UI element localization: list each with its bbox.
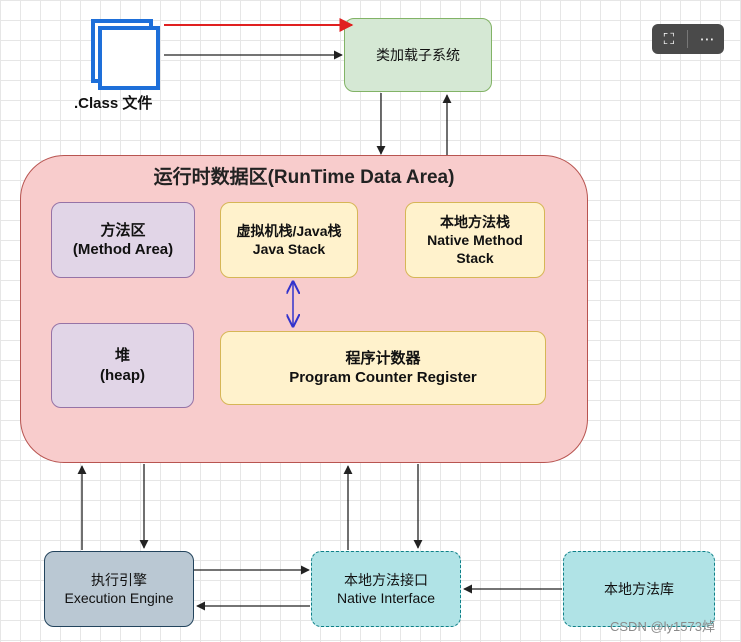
image-toolbar: ⛶ ⋯ <box>652 24 724 54</box>
native-stack-line3: Stack <box>456 250 494 267</box>
execution-engine-line1: 执行引擎 <box>91 571 147 588</box>
native-library-box: 本地方法库 <box>563 551 715 627</box>
toolbar-divider <box>687 30 689 48</box>
file-stack-icon <box>91 19 160 90</box>
class-loader-subsystem: 类加载子系统 <box>344 18 492 92</box>
expand-icon[interactable]: ⛶ <box>663 30 675 48</box>
execution-engine-box: 执行引擎 Execution Engine <box>44 551 194 627</box>
method-area-box: 方法区 (Method Area) <box>51 202 195 278</box>
class-file-label: .Class 文件 <box>74 95 153 112</box>
more-icon[interactable]: ⋯ <box>699 31 715 48</box>
native-stack-line1: 本地方法栈 <box>440 213 510 230</box>
method-area-line1: 方法区 <box>100 221 146 239</box>
heap-box: 堆 (heap) <box>51 323 194 408</box>
java-stack-line2: Java Stack <box>252 241 326 257</box>
native-stack-line2: Native Method <box>427 231 523 248</box>
native-interface-line1: 本地方法接口 <box>344 571 428 588</box>
java-stack-box: 虚拟机栈/Java栈 Java Stack <box>220 202 358 278</box>
execution-engine-line2: Execution Engine <box>64 590 174 606</box>
runtime-data-area-title: 运行时数据区(RunTime Data Area) <box>153 167 455 188</box>
watermark: CSDN @ly1573焯 <box>610 619 715 634</box>
native-interface-box: 本地方法接口 Native Interface <box>311 551 461 627</box>
class-loader-label: 类加载子系统 <box>376 46 460 63</box>
java-stack-line1: 虚拟机栈/Java栈 <box>236 222 342 239</box>
native-library-label: 本地方法库 <box>604 580 674 597</box>
native-method-stack-box: 本地方法栈 Native Method Stack <box>405 202 545 278</box>
native-interface-line2: Native Interface <box>336 590 436 606</box>
heap-line1: 堆 <box>114 347 130 364</box>
program-counter-register-box: 程序计数器 Program Counter Register <box>220 331 546 405</box>
pc-register-line1: 程序计数器 <box>345 349 421 367</box>
heap-line2: (heap) <box>100 366 145 384</box>
method-area-line2: (Method Area) <box>72 241 174 258</box>
pc-register-line2: Program Counter Register <box>289 369 477 386</box>
